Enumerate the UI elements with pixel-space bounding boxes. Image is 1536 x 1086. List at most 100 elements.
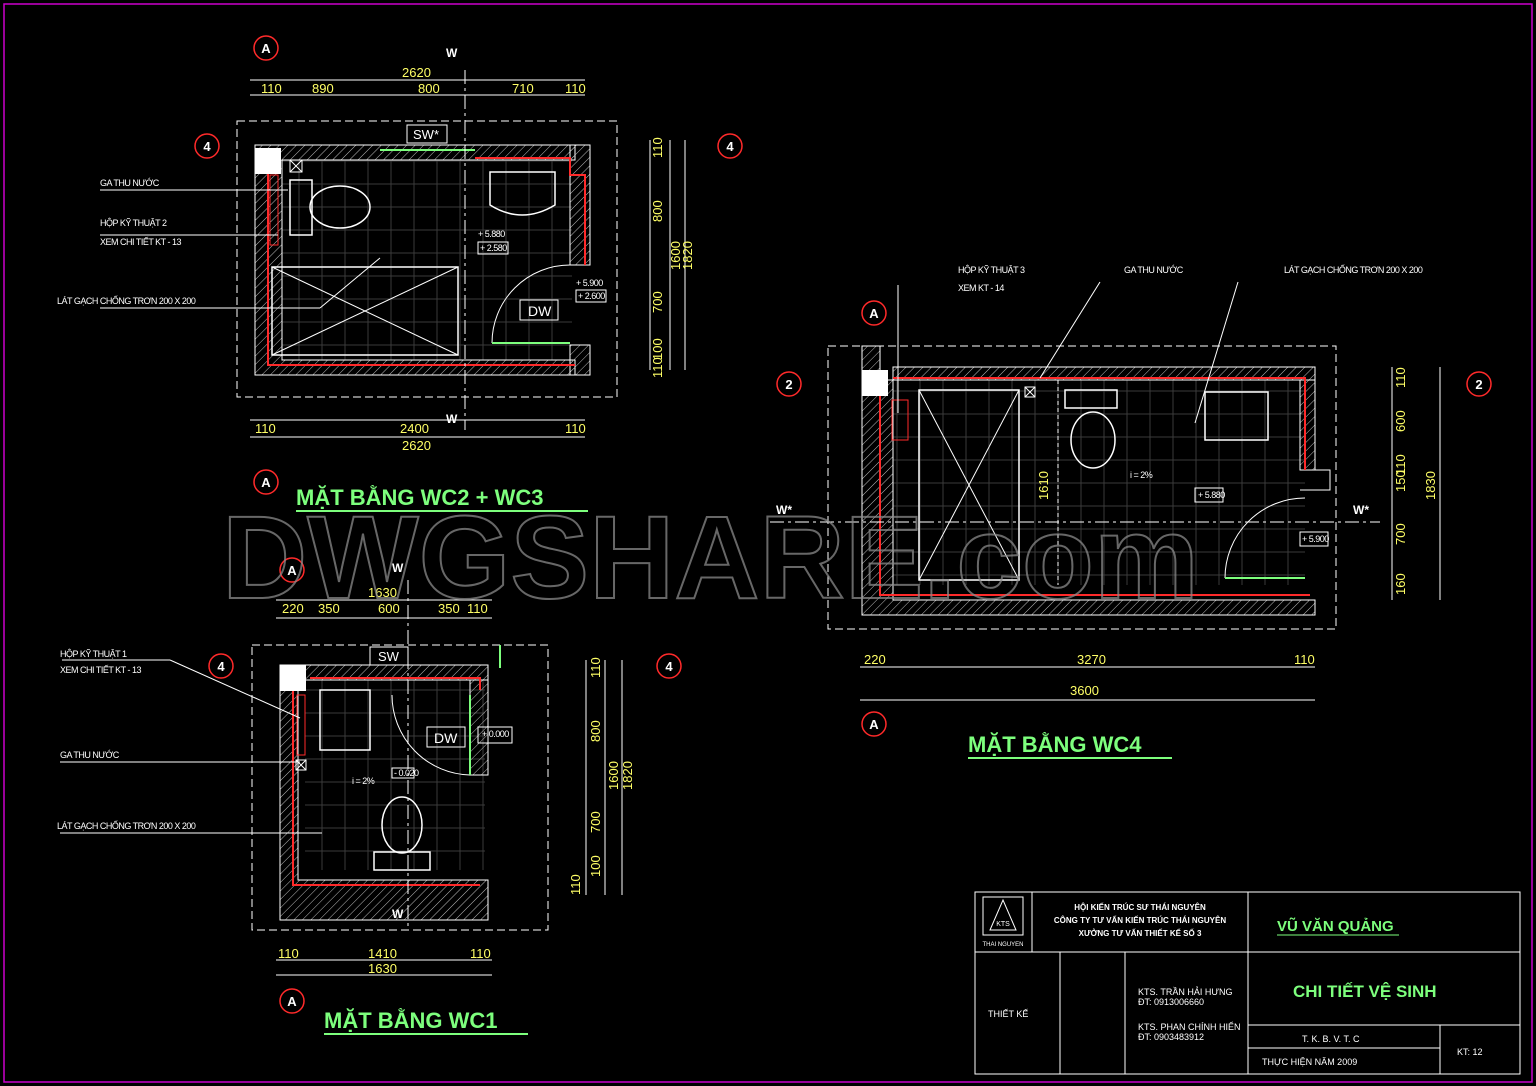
watermark: DWGSHARE.com (222, 492, 1199, 624)
grid-bubble-a-wc1-bottom: A (279, 988, 305, 1014)
wc1-tag-dw: DW (434, 730, 458, 746)
wc1-label-lat-gach: LÁT GẠCH CHỐNG TRƠN 200 X 200 (57, 820, 196, 831)
title-block (974, 891, 1521, 1075)
title-block-person: VŨ VĂN QUẢNG (1277, 917, 1394, 935)
grid-bubble-4-wc23-right: 4 (717, 133, 743, 159)
svg-text:A: A (287, 563, 297, 578)
title-block-sheet: KT: 12 (1457, 1047, 1483, 1057)
title-block-org-line1: HỘI KIẾN TRÚC SƯ THÁI NGUYÊN (1074, 902, 1206, 912)
svg-text:2: 2 (1475, 377, 1482, 392)
wc23-dim-bottom-1: 110 (255, 421, 276, 436)
wc1-dim-top-4: 350 (438, 601, 460, 616)
wc1-dim-bottom-3: 110 (470, 946, 491, 961)
wc23-label-xem-chi-tiet: XEM CHI TIẾT KT - 13 (100, 237, 182, 247)
wc23-label-ga-thu-nuoc: GA THU NƯỚC (100, 178, 160, 188)
wc1-label-ga-thu-nuoc: GA THU NƯỚC (60, 750, 120, 760)
wc4-label-hop-ky-thuat: HỘP KỸ THUẬT 3 (958, 265, 1025, 275)
grid-bubble-a-wc1-top: A (279, 557, 305, 583)
wc1-label-hop-ky-thuat: HỘP KỸ THUẬT 1 (60, 649, 127, 659)
svg-text:4: 4 (203, 139, 211, 154)
wc1-tag-w-bottom: W (392, 907, 404, 921)
wc1-label-xem-chi-tiet: XEM CHI TIẾT KT - 13 (60, 665, 142, 675)
wc4-level-1: + 5.880 (1198, 490, 1225, 500)
wc23-tag-sw: SW* (413, 127, 439, 142)
svg-text:A: A (287, 994, 297, 1009)
title-block-role: THIẾT KẾ (988, 1009, 1028, 1019)
grid-bubble-4-wc1-left: 4 (208, 653, 234, 679)
wc23-level-2: + 2.580 (480, 243, 507, 253)
svg-text:4: 4 (665, 659, 673, 674)
plan-wc4 (770, 345, 1441, 701)
grid-bubble-2-wc4-right: 2 (1466, 371, 1492, 397)
svg-text:4: 4 (217, 659, 225, 674)
svg-text:A: A (869, 717, 879, 732)
wc1-dim-top-3: 600 (378, 601, 400, 616)
wc23-dim-right-4: 100 (650, 338, 665, 360)
wc23-dim-right-1: 110 (650, 137, 665, 158)
wc23-dim-top-4: 710 (512, 81, 534, 96)
wc23-dim-right-2: 800 (650, 200, 665, 222)
wc1-dim-right-2: 800 (588, 720, 603, 742)
plan-wc1 (251, 580, 623, 976)
wc23-dim-right-3: 700 (650, 291, 665, 313)
wc1-dim-right-4: 100 (588, 855, 603, 877)
wc1-slope: i = 2% (352, 776, 375, 786)
title-block-org-line3: XƯỞNG TƯ VẤN THIẾT KẾ SỐ 3 (1079, 928, 1202, 938)
title-block-phase: T. K. B. V. T. C (1302, 1034, 1360, 1044)
wc1-level-1: + 0.000 (482, 729, 509, 739)
grid-bubble-a-wc23-top: A (253, 35, 279, 61)
wc4-dim-right-1: 110 (1393, 367, 1408, 388)
wc23-tag-w-bottom: W (446, 412, 458, 426)
wc1-dim-top-2: 350 (318, 601, 340, 616)
title-block-org-line2: CÔNG TY TƯ VẤN KIẾN TRÚC THÁI NGUYÊN (1054, 915, 1226, 925)
wc4-dim-bottom-3: 110 (1294, 652, 1315, 667)
wc4-slope: i = 2% (1130, 470, 1153, 480)
grid-bubble-4-wc23-left: 4 (194, 133, 220, 159)
plan-wc23 (236, 70, 686, 438)
wc23-tag-w-top: W (446, 46, 458, 60)
grid-bubble-a-wc4-bottom: A (861, 711, 887, 737)
wc1-dim-right-sub: 1600 (606, 761, 621, 790)
wc4-dim-right-3: 110 (1393, 454, 1408, 475)
wc1-dim-right-1: 110 (588, 657, 603, 678)
wc23-dim-top-3: 800 (418, 81, 440, 96)
wc1-dim-top-1: 220 (282, 601, 304, 616)
wc23-level-1: + 5.880 (478, 229, 505, 239)
wc4-dim-inner: 1610 (1036, 471, 1051, 500)
wc4-dim-bottom-1: 220 (864, 652, 886, 667)
title-block-logo: THAI NGUYEN (982, 942, 1023, 948)
grid-bubble-a-wc4-top: A (861, 300, 887, 326)
wc23-label-hop-ky-thuat: HỘP KỸ THUẬT 2 (100, 218, 167, 228)
wc4-tag-w-right: W* (1353, 503, 1369, 517)
wc23-dim-right-sub: 1600 (668, 241, 683, 270)
wc4-title: MẶT BẰNG WC4 (968, 732, 1142, 757)
wc4-label-lat-gach: LÁT GẠCH CHỐNG TRƠN 200 X 200 (1284, 264, 1423, 275)
wc1-dim-top-5: 110 (467, 601, 488, 616)
wc4-dim-bottom-total: 3600 (1070, 683, 1099, 698)
wc23-dim-bottom-2: 2400 (400, 421, 429, 436)
svg-text:A: A (869, 306, 879, 321)
wc1-dim-right-5: 110 (568, 874, 583, 895)
wc1-title: MẶT BẰNG WC1 (324, 1008, 498, 1033)
title-block-logo-abbr: KTS (996, 921, 1010, 928)
wc4-tag-w-left: W* (776, 503, 792, 517)
wc23-tag-dw: DW (528, 303, 552, 319)
title-block-staff1-name: KTS. TRẦN HẢI HƯNG (1138, 986, 1233, 997)
wc23-dim-top-5: 110 (565, 81, 586, 96)
wc4-dim-right-4: 150 (1393, 470, 1408, 492)
wc4-dim-bottom-2: 3270 (1077, 652, 1106, 667)
wc1-dim-bottom-1: 110 (278, 946, 299, 961)
grid-bubble-4-wc1-right: 4 (656, 653, 682, 679)
wc23-dim-bottom-3: 110 (565, 421, 586, 436)
wc23-level-3: + 5.900 (576, 278, 603, 288)
title-block-staff2-name: KTS. PHAN CHÍNH HIỂN (1138, 1021, 1241, 1032)
svg-text:A: A (261, 475, 271, 490)
wc1-tag-w-top: W (392, 561, 404, 575)
grid-bubble-a-wc23-bottom: A (253, 469, 279, 495)
wc1-dim-right-3: 700 (588, 811, 603, 833)
wc4-label-ga-thu-nuoc: GA THU NƯỚC (1124, 265, 1184, 275)
svg-text:4: 4 (726, 139, 734, 154)
wc23-label-lat-gach: LÁT GẠCH CHỐNG TRƠN 200 X 200 (57, 295, 196, 306)
wc4-dim-right-6: 160 (1393, 573, 1408, 595)
